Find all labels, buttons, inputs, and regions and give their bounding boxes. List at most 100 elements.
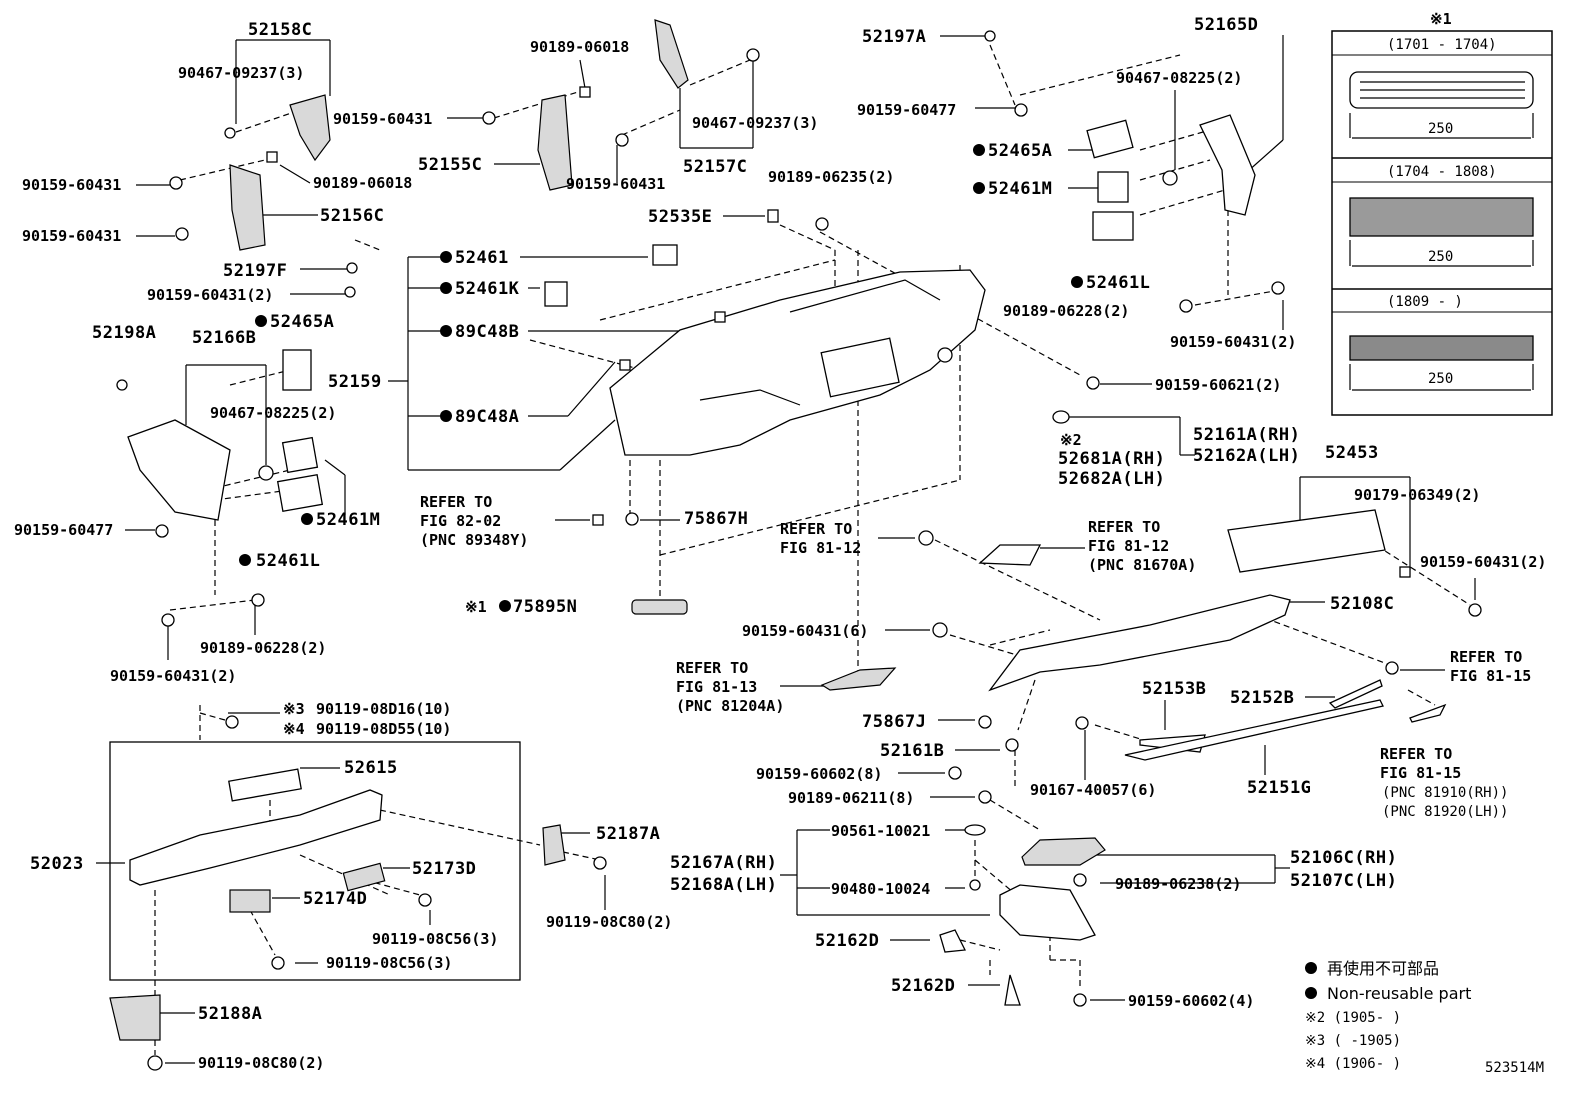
ref-82-02-line3: (PNC 89348Y) [420, 531, 528, 549]
lower-bumper-52108C [988, 594, 1291, 692]
beam-group-box [109, 741, 521, 981]
label-75867H: 75867H [684, 509, 748, 529]
label-52157C: 52157C [683, 157, 747, 177]
bracket-52188A [109, 994, 161, 1041]
label-52188A: 52188A [198, 1004, 262, 1024]
ref-81-13-line2: FIG 81-13 [676, 678, 757, 696]
label-90119-08D16: 90119-08D16(10) [316, 700, 451, 718]
label-90159-60431-2c: 90159-60431(2) [110, 667, 236, 685]
label-90159-60477-b: 90159-60477 [14, 521, 113, 539]
ref-81-15b-line3: (PNC 81910(RH)) [1382, 785, 1508, 801]
label-75895N: 75895N [513, 597, 577, 617]
label-52465A-b: 52465A [270, 312, 334, 332]
diagram-code: 523514M [1485, 1060, 1544, 1076]
legend: 再使用不可部品 Non-reusable part ※2 (1905- ) ※3… [1305, 959, 1544, 1076]
label-52151G: 52151G [1247, 778, 1311, 798]
note-3-marker: ※3 [283, 700, 305, 718]
label-90159-60431-6: 90159-60431(6) [742, 622, 868, 640]
bullet-non-reusable-icon [239, 144, 1317, 999]
ref-81-15b-line2: FIG 81-15 [1380, 764, 1461, 782]
ref-81-13-line3: (PNC 81204A) [676, 697, 784, 715]
legend-note-2: ※2 (1905- ) [1305, 1010, 1401, 1026]
label-52535E: 52535E [648, 207, 712, 227]
note-2-marker: ※2 [1060, 431, 1082, 449]
label-52155C: 52155C [418, 155, 482, 175]
side-piece-52165D [1199, 114, 1256, 216]
label-90159-60602-4: 90159-60602(4) [1128, 992, 1254, 1010]
inset-row1-period: (1701 - 1704) [1387, 37, 1497, 53]
inset-row1-length: 250 [1428, 121, 1453, 137]
side-piece-52166B [127, 419, 231, 521]
label-90189-06238: 90189-06238(2) [1115, 875, 1241, 893]
legend-jp: 再使用不可部品 [1327, 959, 1439, 978]
bolt-icon [175, 227, 189, 241]
label-90189-06235: 90189-06235(2) [768, 168, 894, 186]
label-52461L-a: 52461L [1086, 273, 1150, 293]
label-89C48A: 89C48A [455, 407, 519, 427]
label-90189-06211-8: 90189-06211(8) [788, 789, 914, 807]
reflector-housing [1021, 837, 1106, 866]
label-90119-08C56-a: 90119-08C56(3) [372, 930, 498, 948]
label-52107C: 52107C(LH) [1290, 871, 1397, 891]
label-90189-06018-b: 90189-06018 [530, 38, 629, 56]
bracket-52158C [289, 94, 331, 162]
label-90179-06349: 90179-06349(2) [1354, 486, 1480, 504]
label-52453: 52453 [1325, 443, 1379, 463]
label-52198A: 52198A [92, 323, 156, 343]
part-labels: 52158C 90467-09237(3) 90159-60431 90189-… [14, 15, 1546, 1072]
label-52161A: 52161A(RH) [1193, 425, 1300, 445]
label-52187A: 52187A [596, 824, 660, 844]
bracket-52156C [229, 164, 266, 251]
ref-81-15a-line1: REFER TO [1450, 648, 1522, 666]
ref-81-12b-line1: REFER TO [1088, 518, 1160, 536]
label-90159-60431-a: 90159-60431 [333, 110, 432, 128]
label-90467-09237-b: 90467-09237(3) [692, 114, 818, 132]
ref-82-02-line2: FIG 82-02 [420, 512, 501, 530]
legend-note-4: ※4 (1906- ) [1305, 1056, 1401, 1072]
leader-lines [96, 35, 1476, 1064]
label-52162D-a: 52162D [815, 931, 879, 951]
label-52461: 52461 [455, 248, 509, 268]
ref-81-15a-line2: FIG 81-15 [1450, 667, 1531, 685]
inset-title: ※1 [1430, 10, 1452, 28]
ref-82-02-line1: REFER TO [420, 493, 492, 511]
label-52162A: 52162A(LH) [1193, 446, 1300, 466]
label-52167A: 52167A(RH) [670, 853, 777, 873]
label-52461K: 52461K [455, 279, 520, 299]
label-52166B: 52166B [192, 328, 256, 348]
inset-panel: ※1 (1701 - 1704) (1704 - 1808) (1809 - )… [1331, 10, 1553, 416]
label-52681A: 52681A(RH) [1058, 449, 1165, 469]
label-90189-06228-a: 90189-06228(2) [1003, 302, 1129, 320]
bracket-52155C [537, 94, 573, 191]
label-90159-60431-2a: 90159-60431(2) [147, 286, 273, 304]
label-52108C: 52108C [1330, 594, 1394, 614]
note-4-marker: ※4 [283, 720, 305, 738]
label-52197A: 52197A [862, 27, 926, 47]
label-52159: 52159 [328, 372, 382, 392]
license-plate-bracket [1227, 509, 1386, 573]
bracket-52157C [654, 19, 689, 89]
label-75867J: 75867J [862, 712, 926, 732]
bumper-cover [609, 269, 986, 456]
ref-81-12b-line3: (PNC 81670A) [1088, 556, 1196, 574]
undercover [999, 884, 1096, 941]
legend-en: Non-reusable part [1327, 984, 1471, 1003]
label-90159-60602-8: 90159-60602(8) [756, 765, 882, 783]
inset-row2-length: 250 [1428, 249, 1453, 265]
label-52174D: 52174D [303, 889, 367, 909]
label-90119-08C80-a: 90119-08C80(2) [546, 913, 672, 931]
label-90189-06228-b: 90189-06228(2) [200, 639, 326, 657]
part-drawings [109, 19, 1447, 1041]
label-90119-08C56-b: 90119-08C56(3) [326, 954, 452, 972]
label-90467-08225-b: 90467-08225(2) [210, 404, 336, 422]
label-90119-08D55: 90119-08D55(10) [316, 720, 451, 738]
label-90189-06018-a: 90189-06018 [313, 174, 412, 192]
reinforcement-beam [129, 789, 383, 886]
note-1-marker: ※1 [465, 598, 487, 616]
clip-icon [224, 127, 236, 139]
label-52023: 52023 [30, 854, 84, 874]
label-52461M-b: 52461M [316, 510, 380, 530]
label-90159-60431-b: 90159-60431 [22, 176, 121, 194]
label-90561-10021: 90561-10021 [831, 822, 930, 840]
inset-row3-period: (1809 - ) [1387, 294, 1463, 310]
